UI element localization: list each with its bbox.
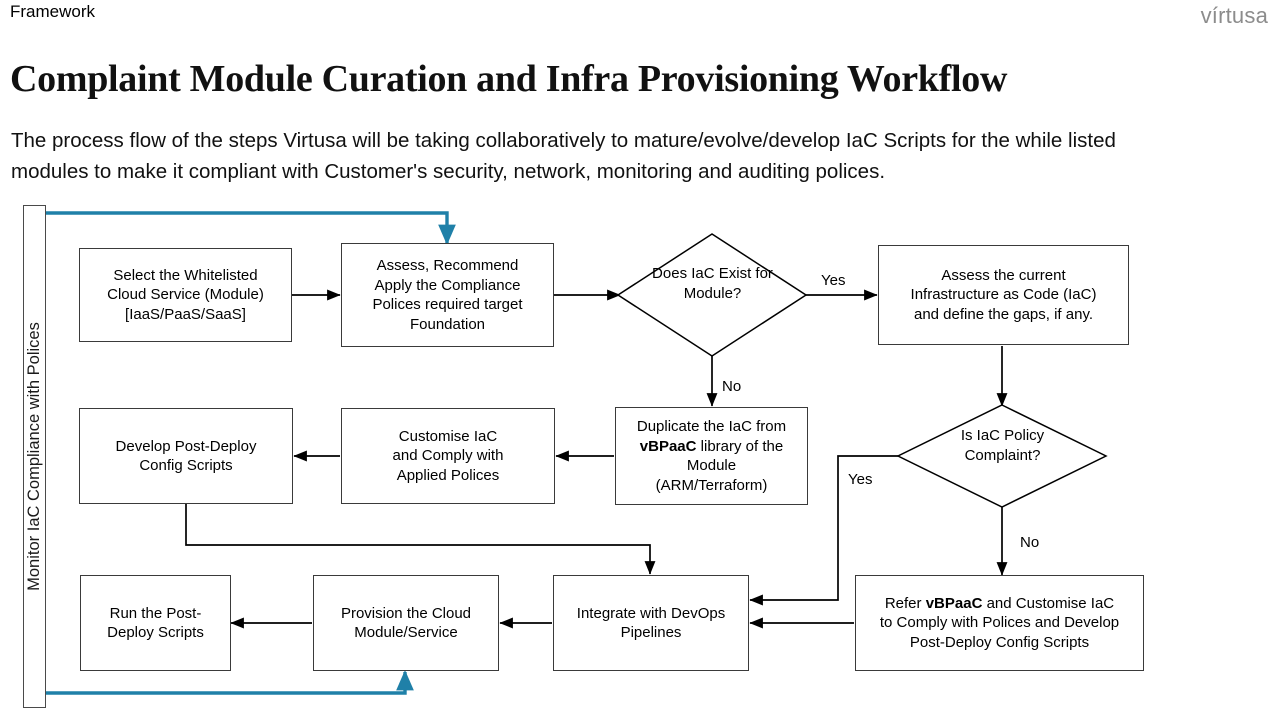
node-select-module[interactable]: Select the Whitelisted Cloud Service (Mo…: [79, 248, 292, 342]
node-duplicate-iac-line2: vBPaaC library of the: [637, 437, 786, 457]
node-run-post-deploy-line2: Deploy Scripts: [107, 624, 204, 641]
node-develop-post-deploy-line1: Develop Post-Deploy: [115, 437, 257, 455]
node-refer-vbpaac[interactable]: Refer vBPaaC and Customise IaC to Comply…: [855, 575, 1144, 671]
node-assess-current-iac-line1: Assess the current: [941, 266, 1066, 284]
workflow-diagram: Monitor IaC Compliance with Polices: [0, 190, 1280, 720]
diamond-is-iac-compliant: [896, 404, 1108, 508]
diamond-does-iac-exist: [616, 233, 808, 357]
edge-label-exist-no: No: [722, 378, 742, 395]
monitor-compliance-band: [23, 205, 46, 708]
teal-feedback-connectors: [46, 211, 456, 695]
decision-shapes: [616, 233, 1108, 508]
node-assess-current-iac-line3: and define the gaps, if any.: [913, 305, 1094, 323]
node-customise-iac-line1: Customise IaC: [398, 427, 498, 445]
node-duplicate-iac-line3: Module: [686, 457, 737, 474]
edge-label-compliant-yes: Yes: [848, 471, 873, 488]
node-assess-recommend-line3: Polices required target: [372, 296, 523, 313]
node-refer-vbpaac-line1-post: and Customise IaC: [982, 594, 1115, 612]
node-assess-current-iac-line2: Infrastructure as Code (IaC): [910, 286, 1097, 304]
edge-label-compliant-no: No: [1020, 534, 1040, 551]
connector-layer: [46, 211, 1108, 695]
node-integrate-devops-line1: Integrate with DevOps: [576, 604, 726, 622]
node-run-post-deploy[interactable]: Run the Post- Deploy Scripts: [80, 575, 231, 671]
node-develop-post-deploy-line2: Config Scripts: [139, 457, 233, 474]
node-customise-iac-line2: and Comply with: [392, 447, 504, 465]
node-integrate-devops[interactable]: Integrate with DevOps Pipelines: [553, 575, 749, 671]
node-select-module-line3: [IaaS/PaaS/SaaS]: [125, 305, 246, 323]
node-refer-vbpaac-line2: to Comply with Polices and Develop: [879, 614, 1120, 632]
node-refer-vbpaac-line3: Post-Deploy Config Scripts: [909, 633, 1090, 651]
node-duplicate-iac-bold: vBPaaC: [639, 437, 697, 455]
edge-label-exist-yes: Yes: [821, 272, 846, 289]
node-duplicate-iac[interactable]: Duplicate the IaC from vBPaaC library of…: [615, 407, 808, 505]
eyebrow-label: Framework: [10, 2, 96, 21]
node-develop-post-deploy[interactable]: Develop Post-Deploy Config Scripts: [79, 408, 293, 504]
node-assess-recommend-line1: Assess, Recommend: [376, 257, 519, 274]
node-assess-recommend-line2: Apply the Compliance: [374, 276, 521, 294]
node-select-module-line1: Select the Whitelisted: [113, 266, 258, 284]
node-refer-vbpaac-bold: vBPaaC: [925, 594, 983, 612]
node-duplicate-iac-line1: Duplicate the IaC from: [636, 418, 787, 435]
node-integrate-devops-line2: Pipelines: [620, 624, 682, 641]
intro-paragraph: The process flow of the steps Virtusa wi…: [11, 128, 1116, 183]
node-select-module-line2: Cloud Service (Module): [107, 286, 264, 304]
node-assess-recommend[interactable]: Assess, Recommend Apply the Compliance P…: [341, 243, 554, 347]
node-run-post-deploy-line1: Run the Post-: [109, 604, 202, 622]
node-provision-cloud-line1: Provision the Cloud: [340, 604, 472, 622]
page-title: Complaint Module Curation and Infra Prov…: [10, 58, 1008, 101]
node-assess-current-iac[interactable]: Assess the current Infrastructure as Cod…: [878, 245, 1129, 345]
node-duplicate-iac-line2-post: library of the: [696, 437, 784, 455]
node-customise-iac[interactable]: Customise IaC and Comply with Applied Po…: [341, 408, 555, 504]
virtusa-logo: vírtusa: [1200, 3, 1268, 28]
node-provision-cloud-line2: Module/Service: [354, 624, 458, 641]
node-provision-cloud[interactable]: Provision the Cloud Module/Service: [313, 575, 499, 671]
node-refer-vbpaac-line1: Refer vBPaaC and Customise IaC: [880, 594, 1119, 614]
node-refer-vbpaac-line1-pre: Refer: [884, 594, 926, 612]
node-assess-recommend-line4: Foundation: [409, 315, 486, 333]
node-duplicate-iac-line4: (ARM/Terraform): [655, 476, 768, 494]
black-connectors: [185, 289, 1008, 629]
node-customise-iac-line3: Applied Polices: [396, 466, 500, 484]
